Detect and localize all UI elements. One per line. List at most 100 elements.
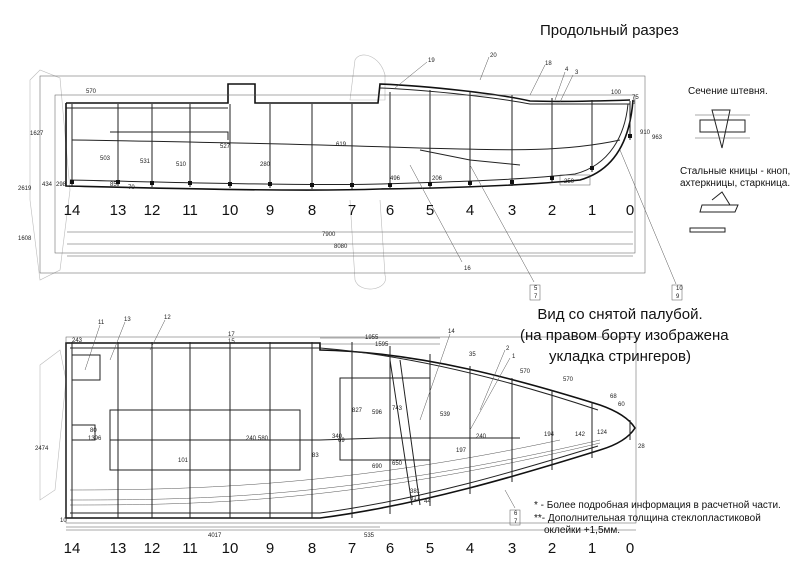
svg-text:19: 19 (428, 58, 435, 64)
svg-text:197: 197 (456, 448, 467, 454)
svg-text:963: 963 (652, 135, 663, 141)
svg-text:100: 100 (611, 90, 622, 96)
frame-number: 7 (347, 202, 357, 219)
frame-number: 9 (265, 540, 275, 557)
frame-floor-marker (590, 166, 594, 170)
plan-dimensions: 11 13 12 243 17 15 1955 1595 14 35 2 1 5… (35, 315, 645, 539)
svg-text:250: 250 (564, 179, 575, 185)
note-2: **- Дополнительная толщина стеклопластик… (534, 513, 761, 524)
frame-number: 6 (385, 202, 395, 219)
frame-floor-marker (116, 180, 120, 184)
svg-text:650: 650 (392, 461, 403, 467)
svg-text:240: 240 (476, 434, 487, 440)
svg-text:70: 70 (128, 185, 135, 191)
frame-floor-marker (150, 181, 154, 185)
svg-text:4: 4 (565, 67, 569, 73)
svg-text:206: 206 (432, 176, 443, 182)
svg-text:910: 910 (640, 130, 651, 136)
svg-text:1595: 1595 (375, 342, 389, 348)
svg-text:17: 17 (228, 332, 235, 338)
svg-text:9: 9 (676, 294, 680, 300)
svg-text:5: 5 (534, 286, 538, 292)
svg-text:1: 1 (512, 354, 516, 360)
frame-number: 12 (143, 202, 161, 219)
frame-number: 13 (109, 540, 127, 557)
svg-text:80: 80 (90, 428, 97, 434)
svg-text:7900: 7900 (322, 232, 336, 238)
svg-text:101: 101 (178, 458, 189, 464)
frame-number: 2 (547, 540, 557, 557)
svg-text:60: 60 (618, 402, 625, 408)
frame-number: 3 (507, 540, 517, 557)
svg-text:68: 68 (610, 394, 617, 400)
svg-text:16: 16 (464, 266, 471, 272)
frame-number: 0 (625, 540, 635, 557)
svg-text:14: 14 (448, 329, 455, 335)
svg-text:690: 690 (372, 464, 383, 470)
svg-text:1608: 1608 (18, 236, 32, 242)
frame-number: 5 (425, 202, 435, 219)
frame-number: 1 (587, 540, 597, 557)
svg-text:11: 11 (98, 320, 105, 326)
note-3: оклейки +1,5мм. (544, 525, 621, 536)
frame-floor-marker (228, 182, 232, 186)
frame-number: 14 (63, 202, 81, 219)
svg-text:280: 280 (260, 162, 271, 168)
knees-label-line1: Стальные кницы - кноп, (680, 166, 791, 177)
frame-floor-marker (550, 176, 554, 180)
frame-number: 11 (182, 202, 198, 219)
svg-text:434: 434 (42, 182, 53, 188)
svg-text:6: 6 (514, 511, 518, 517)
frame-number: 14 (63, 540, 81, 557)
svg-text:1627: 1627 (30, 131, 44, 137)
frame-floor-marker (388, 183, 392, 187)
svg-text:4017: 4017 (208, 533, 222, 539)
svg-text:20: 20 (490, 53, 497, 59)
frame-number: 8 (307, 540, 317, 557)
svg-text:243: 243 (72, 338, 83, 344)
svg-text:7: 7 (534, 294, 538, 300)
frame-floor-marker (70, 180, 74, 184)
svg-text:570: 570 (563, 377, 574, 383)
svg-text:142: 142 (575, 432, 586, 438)
svg-text:340: 340 (332, 434, 343, 440)
svg-text:35: 35 (469, 352, 476, 358)
svg-text:7: 7 (514, 519, 518, 525)
svg-text:10: 10 (60, 518, 67, 524)
svg-text:2474: 2474 (35, 446, 49, 452)
svg-text:124: 124 (597, 430, 608, 436)
svg-text:8080: 8080 (334, 244, 348, 250)
knees-label-line2: ахтеркницы, старкница. (680, 178, 791, 189)
frame-number: 12 (143, 540, 161, 557)
frame-number: 10 (221, 202, 239, 219)
frame-number: 1 (587, 202, 597, 219)
frame-number: 7 (347, 540, 357, 557)
svg-text:298: 298 (56, 182, 67, 188)
svg-text:503: 503 (100, 156, 111, 162)
frame-number: 4 (465, 540, 475, 557)
svg-text:1955: 1955 (365, 335, 379, 341)
plan-title-line3: укладка стрингеров) (549, 348, 691, 365)
svg-text:10: 10 (676, 286, 683, 292)
svg-text:827: 827 (352, 408, 363, 414)
frame-floor-marker (188, 181, 192, 185)
svg-text:535: 535 (364, 533, 375, 539)
svg-text:570: 570 (520, 369, 531, 375)
plan-view: 11 13 12 243 17 15 1955 1595 14 35 2 1 5… (35, 315, 645, 539)
svg-text:8: 8 (632, 100, 636, 106)
plan-title-line1: Вид со снятой палубой. (537, 306, 703, 323)
svg-text:570: 570 (86, 89, 97, 95)
frame-number: 4 (465, 202, 475, 219)
stem-section (689, 109, 750, 233)
svg-text:2619: 2619 (18, 186, 32, 192)
svg-text:496: 496 (390, 176, 401, 182)
svg-text:381: 381 (410, 489, 421, 495)
frame-number: 11 (182, 540, 198, 557)
frame-number: 0 (625, 202, 635, 219)
svg-text:527: 527 (220, 144, 231, 150)
frame-number: 5 (425, 540, 435, 557)
svg-text:580: 580 (258, 436, 269, 442)
svg-text:1396: 1396 (88, 436, 102, 442)
frame-floor-marker (428, 182, 432, 186)
frame-number: 6 (385, 540, 395, 557)
